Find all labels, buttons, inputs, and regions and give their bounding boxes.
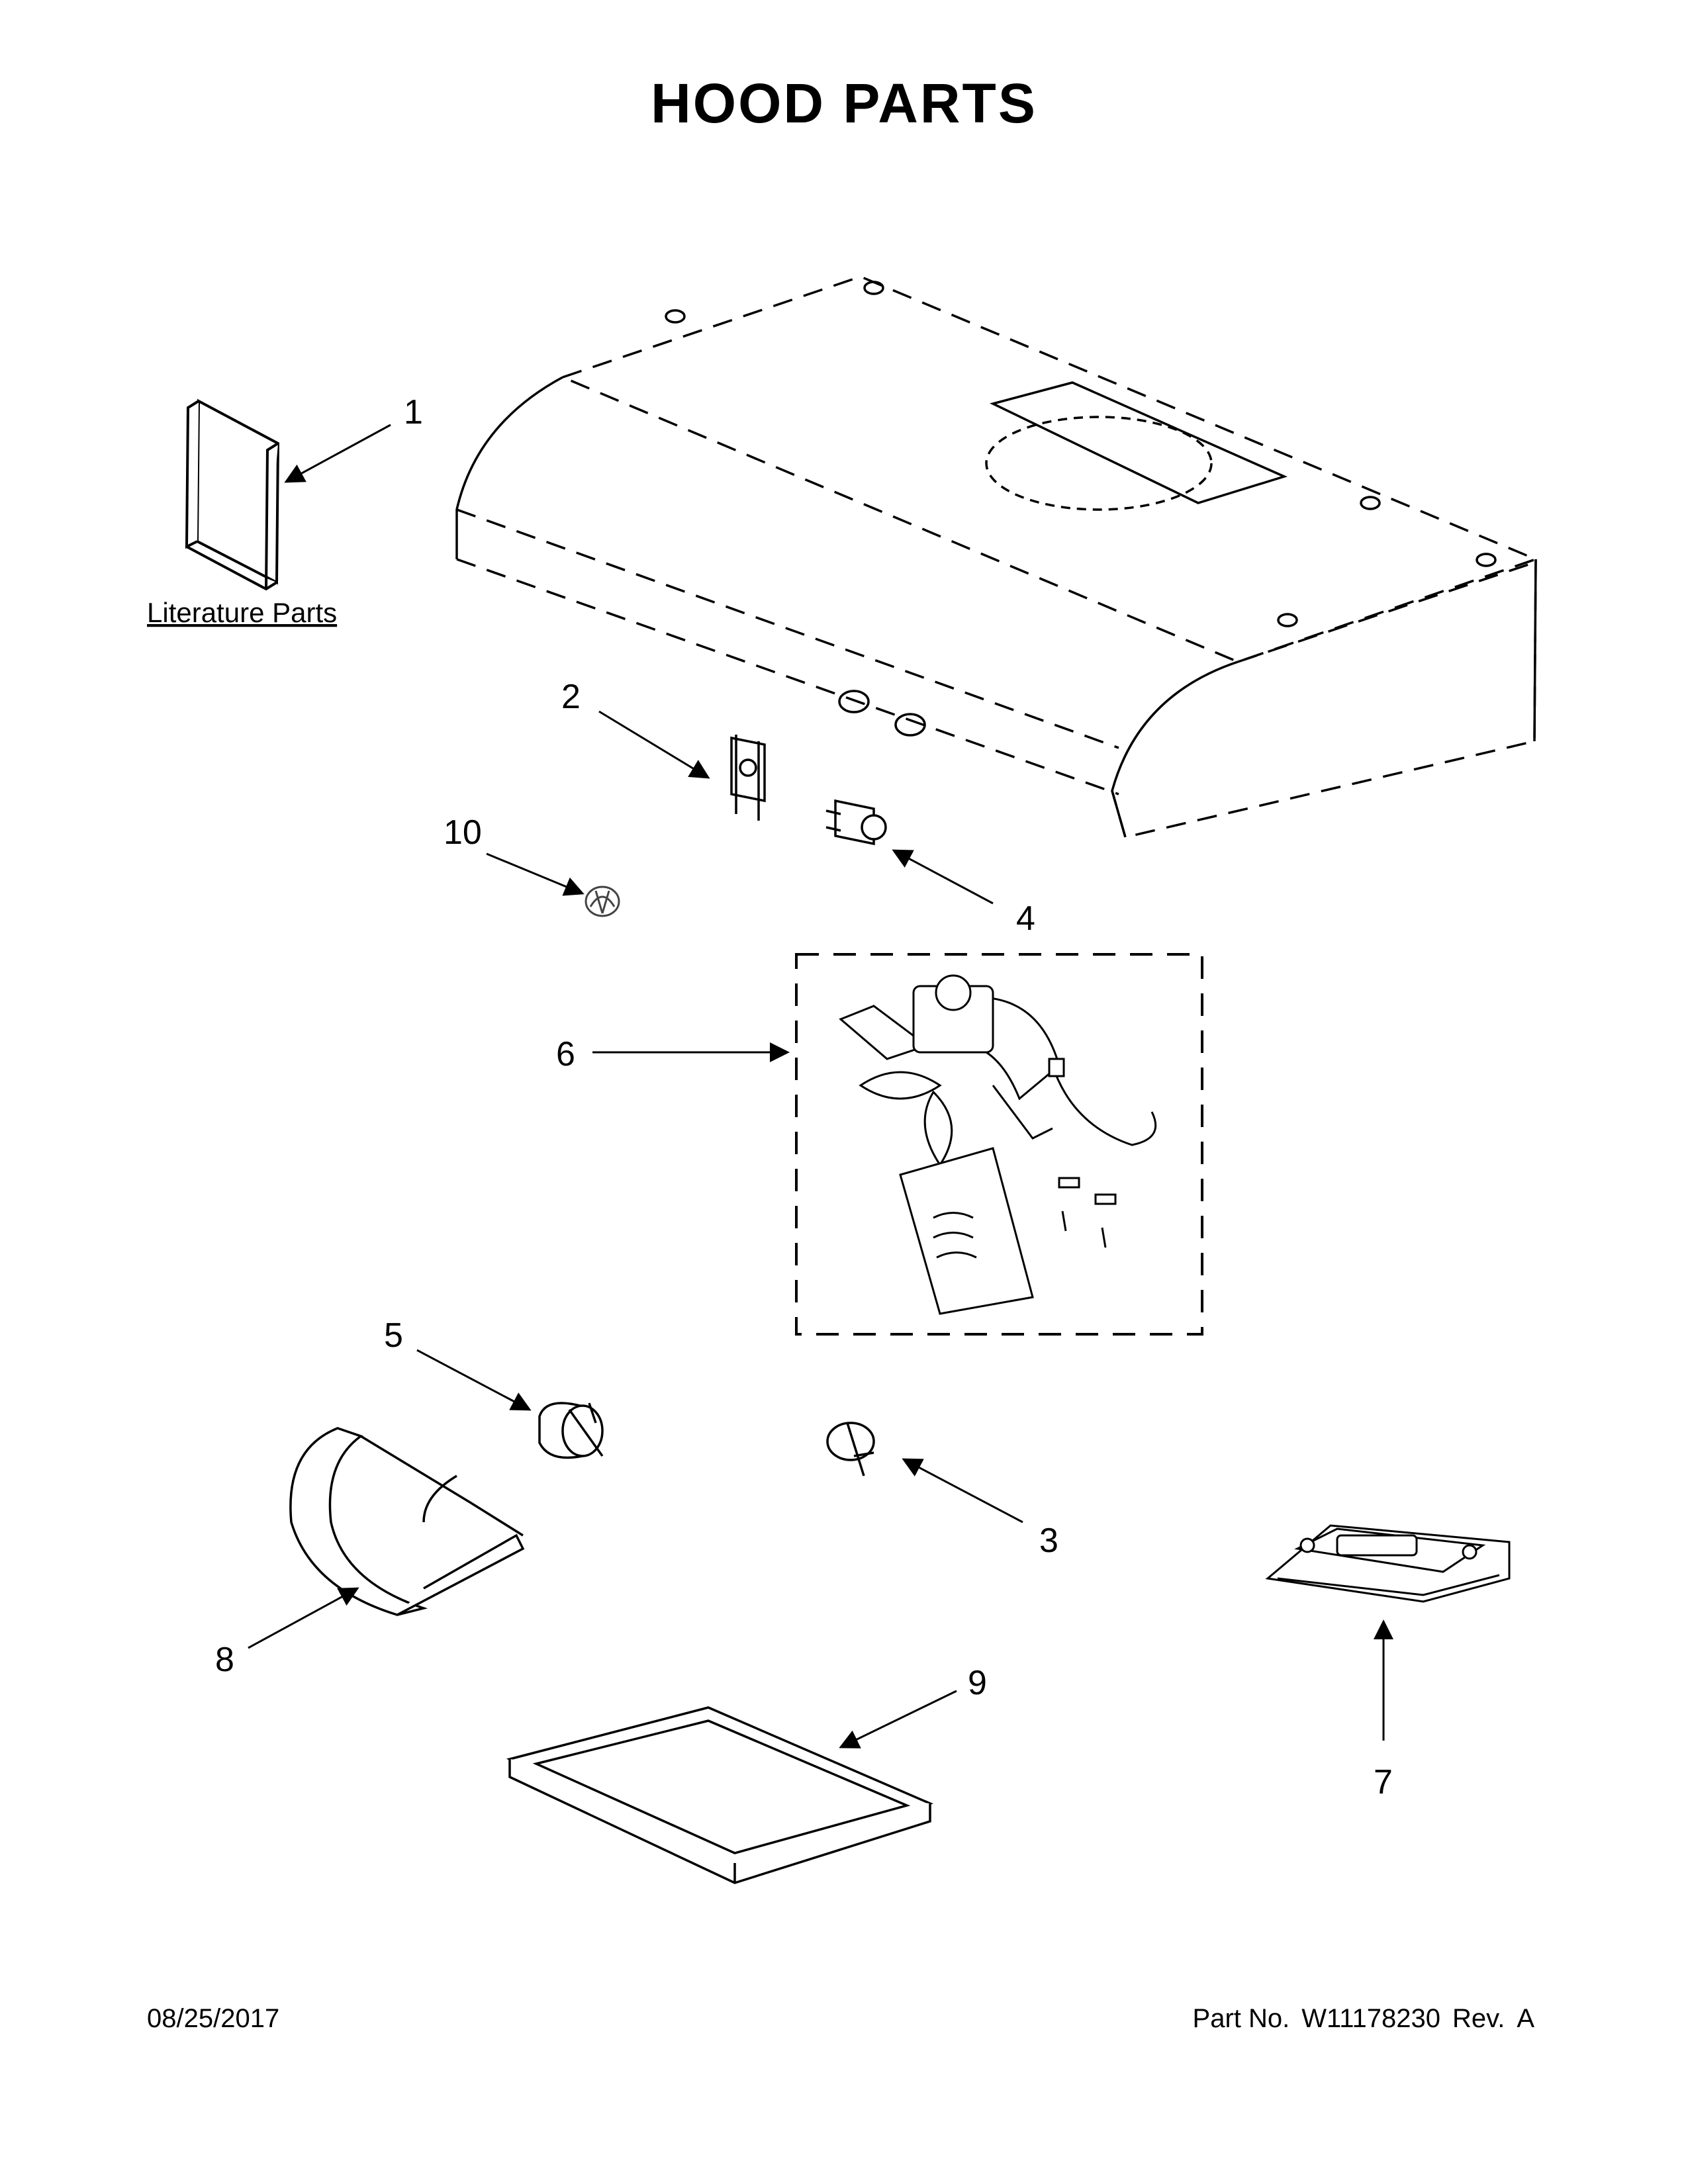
part-2-switch-bracket	[730, 735, 766, 821]
part-4-switch	[825, 799, 887, 846]
callout-7: 7	[1374, 1763, 1393, 1801]
part-no-label: Part No.	[1192, 2004, 1290, 2033]
range-hood-body	[455, 275, 1539, 839]
part-5-capacitor	[538, 1402, 604, 1459]
callout-numbers: 1 2 3 4 5 6 7 8 9 10	[215, 393, 1393, 1801]
rev-value: A	[1517, 2004, 1534, 2033]
footer-part-number: Part No. W11178230 Rev. A	[1193, 2004, 1534, 2034]
page-title: HOOD PARTS	[651, 72, 1037, 134]
callout-leaders	[248, 424, 1393, 1749]
callout-6: 6	[556, 1035, 575, 1073]
rev-label: Rev.	[1452, 2004, 1505, 2033]
literature-parts-label: Literature Parts	[147, 597, 337, 628]
callout-8: 8	[215, 1641, 234, 1679]
part-3-damper	[826, 1422, 875, 1477]
callout-3: 3	[1039, 1522, 1058, 1560]
part-9-grease-filter	[506, 1706, 934, 1884]
part-8-duct-connector	[289, 1427, 525, 1616]
part-no-value: W11178230	[1301, 2004, 1441, 2033]
part-6-blower-motor-kit	[795, 953, 1203, 1336]
callout-5: 5	[384, 1316, 403, 1355]
callout-1: 1	[404, 393, 423, 432]
callout-4: 4	[1016, 899, 1035, 938]
literature-parts-illustration	[185, 398, 280, 591]
callout-10: 10	[444, 813, 482, 852]
part-10-knob	[585, 886, 620, 917]
footer-date: 08/25/2017	[147, 2004, 280, 2033]
callout-9: 9	[968, 1664, 987, 1702]
part-7-light-socket	[1265, 1524, 1511, 1603]
callout-2: 2	[561, 678, 581, 716]
